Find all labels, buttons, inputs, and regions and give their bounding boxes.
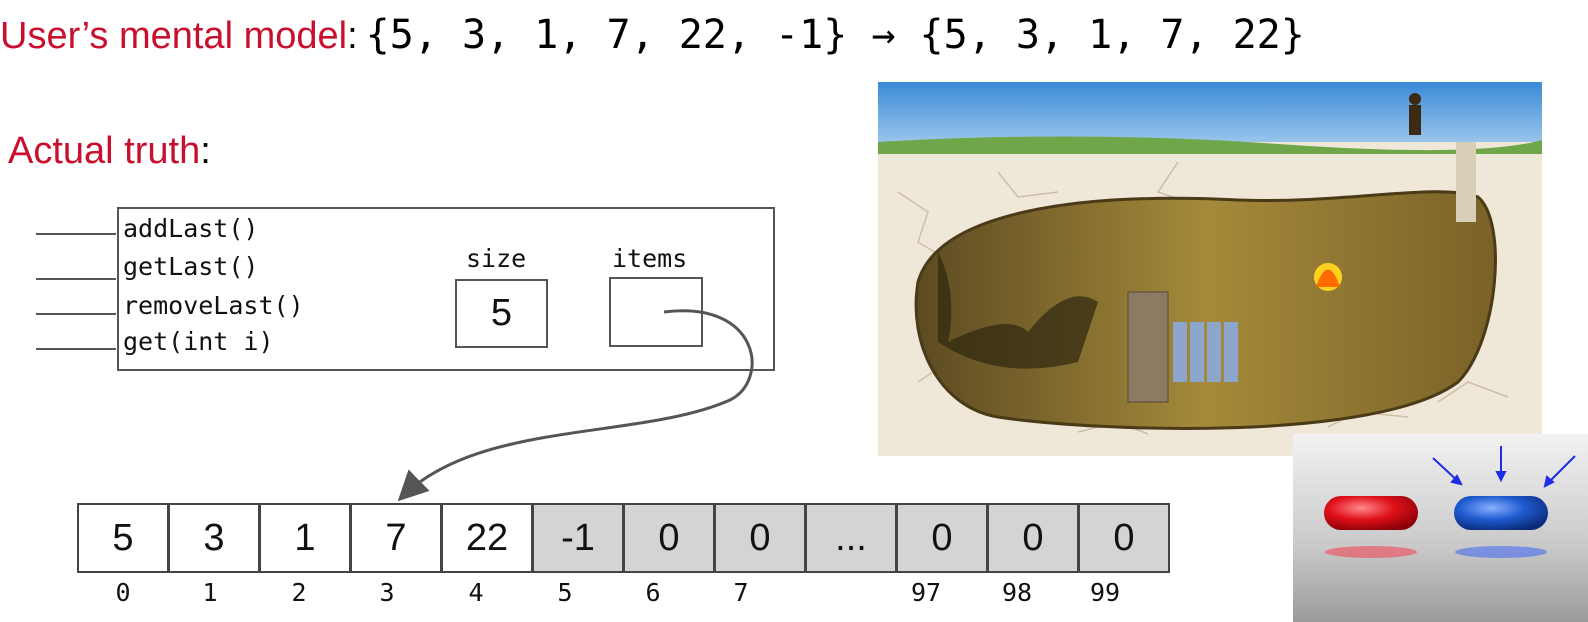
array-cell: 1: [259, 503, 351, 573]
size-field-value: 5: [490, 292, 513, 334]
array-cell: -1: [532, 503, 624, 573]
size-field-label: size: [466, 244, 527, 273]
array-index: 7: [733, 578, 749, 607]
array-cell-value: 0: [749, 516, 771, 559]
array-cell-value: 3: [203, 516, 225, 559]
array-index: 98: [1001, 578, 1033, 607]
array-cell: 0: [896, 503, 988, 573]
array-index: 6: [645, 578, 661, 607]
mental-model-label: User’s mental model: [0, 15, 348, 57]
method-removelast: removeLast(): [123, 291, 304, 320]
array-cell-value: 1: [294, 516, 316, 559]
array-index: 1: [202, 578, 218, 607]
array-cell-value: 22: [465, 516, 509, 559]
method-stub-line: [36, 313, 116, 315]
array-index: 4: [468, 578, 484, 607]
array-cell-value: -1: [561, 516, 595, 559]
cave-illustration-image: [878, 82, 1542, 456]
actual-truth-line: Actual truth:: [8, 130, 211, 173]
array-index: 5: [557, 578, 573, 607]
method-stub-line: [36, 278, 116, 280]
items-field-box: [609, 277, 703, 347]
array-cell: 5: [77, 503, 169, 573]
array-cell-value: 5: [112, 516, 134, 559]
array-index: 3: [379, 578, 395, 607]
mental-model-line: User’s mental model:{5, 3, 1, 7, 22, -1}…: [0, 12, 1305, 58]
array-cell: 0: [623, 503, 715, 573]
method-stub-line: [36, 348, 116, 350]
pills-image: [1293, 434, 1588, 622]
array-cell-value: ...: [835, 516, 867, 559]
mental-model-colon: :: [347, 15, 358, 57]
method-get: get(int i): [123, 327, 274, 356]
array-index: 2: [291, 578, 307, 607]
actual-truth-colon: :: [200, 130, 211, 172]
method-addlast: addLast(): [123, 214, 259, 243]
array-cell: 22: [441, 503, 533, 573]
array-cell: 0: [987, 503, 1079, 573]
array-cell: 0: [1078, 503, 1170, 573]
array-cell-value: 0: [931, 516, 953, 559]
array-cell-value: 0: [658, 516, 680, 559]
array-cell-value: 0: [1022, 516, 1044, 559]
items-field-label: items: [612, 244, 688, 273]
array-index: 99: [1089, 578, 1121, 607]
array-cell: 0: [714, 503, 806, 573]
mental-model-expression: {5, 3, 1, 7, 22, -1} → {5, 3, 1, 7, 22}: [365, 12, 1305, 58]
method-getlast: getLast(): [123, 252, 259, 281]
array-cell-ellipsis: ...: [805, 503, 897, 573]
method-stub-line: [36, 233, 116, 235]
array-cell: 3: [168, 503, 260, 573]
array-index: 97: [910, 578, 942, 607]
array-cell: 7: [350, 503, 442, 573]
size-field-box: 5: [455, 279, 548, 348]
array-cell-value: 7: [385, 516, 407, 559]
array-index: 0: [115, 578, 131, 607]
array-cell-value: 0: [1113, 516, 1135, 559]
actual-truth-label: Actual truth: [8, 130, 201, 172]
